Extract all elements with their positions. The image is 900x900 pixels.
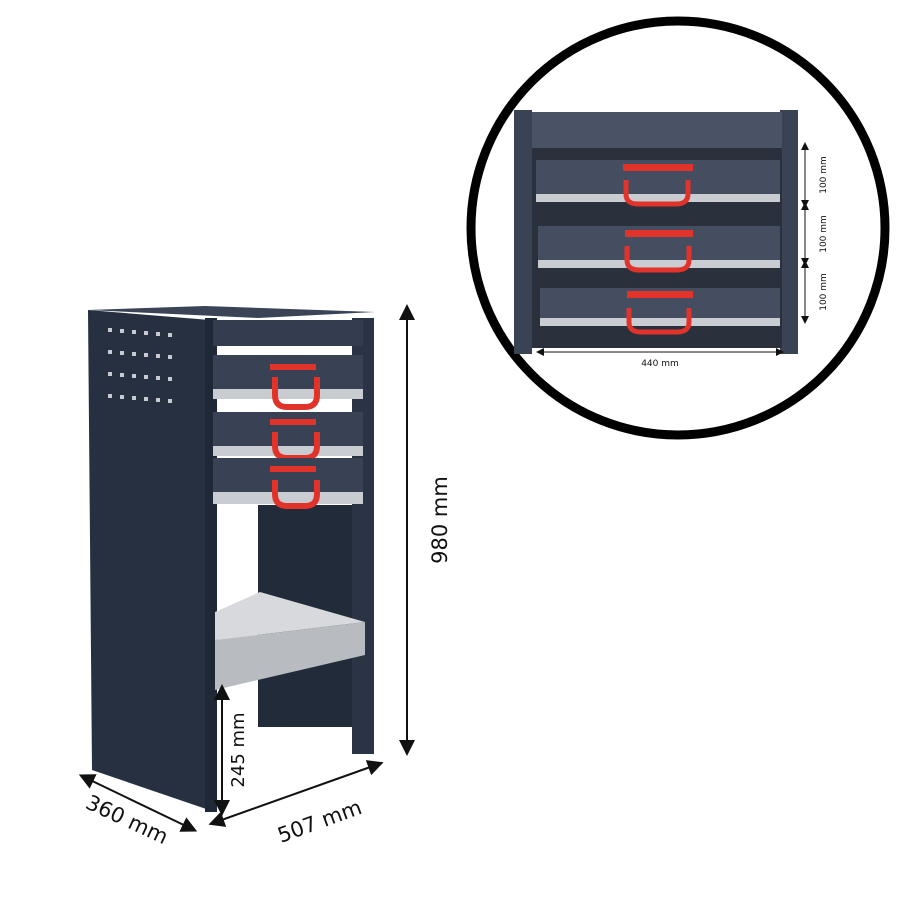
handle-icon[interactable] — [272, 377, 320, 410]
clearance-dimension: 245 mm — [214, 684, 249, 816]
clearance-label: 245 mm — [228, 712, 249, 787]
detail-drawer — [540, 288, 780, 335]
detail-height-label: 100 mm — [819, 215, 829, 253]
side-panel-holes — [108, 328, 172, 403]
bottom-shelf — [215, 592, 365, 690]
width-label: 507 mm — [274, 795, 365, 848]
detail-view: 440 mm 100 mm 100 mm 100 mm — [466, 16, 890, 440]
detail-height-label: 100 mm — [819, 273, 829, 311]
cabinet-top — [88, 306, 375, 318]
drawer[interactable] — [213, 458, 363, 509]
drawer[interactable] — [213, 412, 363, 461]
cabinet-side-panel — [88, 310, 215, 812]
drawer[interactable] — [213, 355, 363, 410]
detail-drawer — [536, 160, 780, 207]
detail-width-label: 440 mm — [641, 359, 679, 369]
height-label: 980 mm — [428, 476, 452, 564]
detail-height-label: 100 mm — [819, 156, 829, 194]
detail-drawer — [538, 226, 780, 273]
cabinet — [88, 306, 375, 812]
depth-label: 360 mm — [82, 790, 172, 849]
cabinet-top-rail — [213, 320, 363, 346]
height-dimension: 980 mm — [399, 304, 452, 756]
handle-icon[interactable] — [272, 480, 320, 509]
